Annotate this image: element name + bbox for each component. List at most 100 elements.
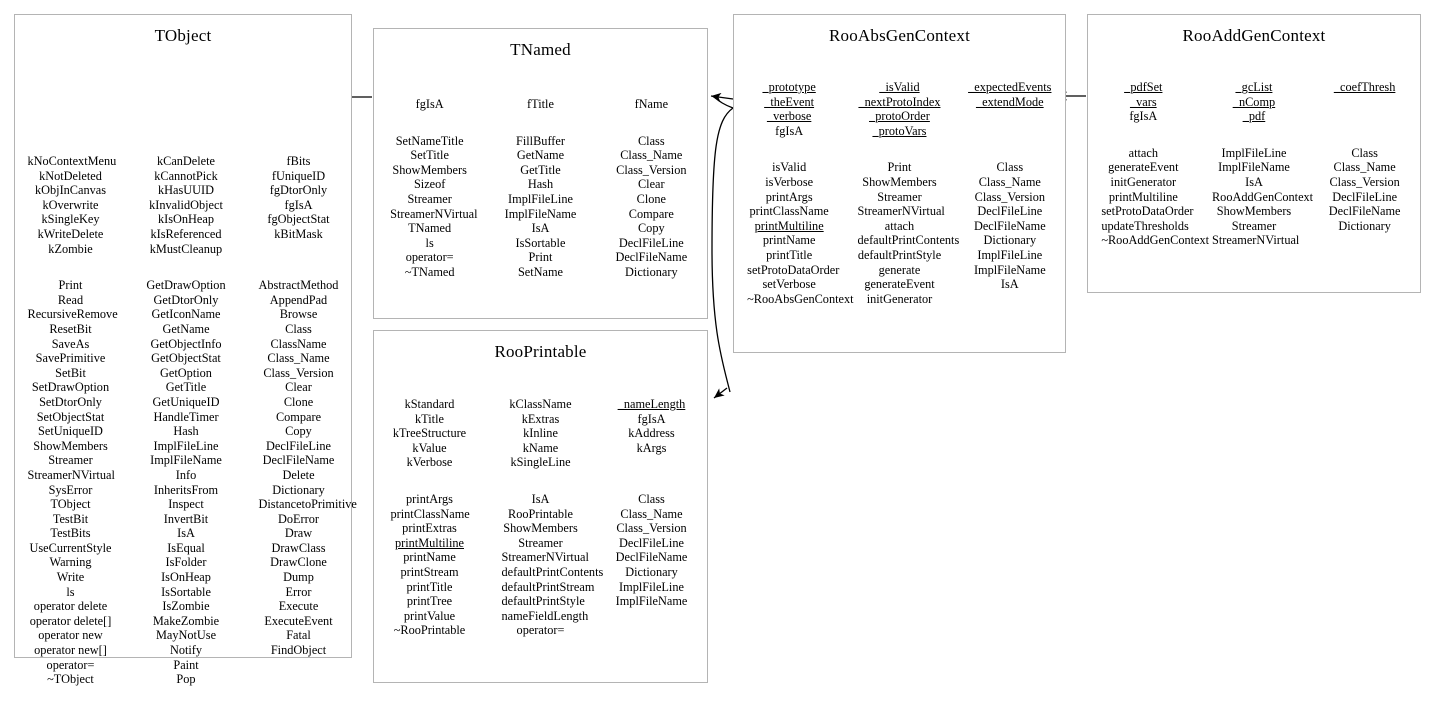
method-printtitle[interactable]: printTitle [745, 248, 833, 263]
method-generate[interactable]: generate [855, 263, 943, 278]
method-defaultprintstyle[interactable]: defaultPrintStyle [500, 594, 585, 609]
method-saveas[interactable]: SaveAs [26, 337, 116, 352]
method-class[interactable]: Class [966, 160, 1054, 175]
method-class-version[interactable]: Class_Version [611, 521, 693, 536]
attribute-theevent[interactable]: _theEvent [745, 95, 833, 110]
method-clone[interactable]: Clone [257, 395, 341, 410]
method-isa[interactable]: IsA [1210, 175, 1298, 190]
attribute-kcannotpick[interactable]: kCannotPick [137, 169, 236, 184]
method-declfileline[interactable]: DeclFileLine [610, 236, 693, 251]
attribute-ktreestructure[interactable]: kTreeStructure [389, 426, 471, 441]
method-printname[interactable]: printName [745, 233, 833, 248]
method-rooaddgencontext[interactable]: ~RooAddGenContext [1099, 233, 1209, 248]
method-setnametitle[interactable]: SetNameTitle [388, 134, 471, 149]
method-doerror[interactable]: DoError [257, 512, 341, 527]
method-abstractmethod[interactable]: AbstractMethod [257, 278, 341, 293]
method-getname[interactable]: GetName [137, 322, 236, 337]
attribute-protoorder[interactable]: _protoOrder [855, 109, 943, 124]
method-fillbuffer[interactable]: FillBuffer [499, 134, 581, 149]
method-executeevent[interactable]: ExecuteEvent [257, 614, 341, 629]
class-box-rooabsgencontext[interactable]: RooAbsGenContext_prototype_theEvent_verb… [733, 14, 1066, 353]
attribute-ksinglekey[interactable]: kSingleKey [26, 212, 116, 227]
method-error[interactable]: Error [257, 585, 341, 600]
method-declfilename[interactable]: DeclFileName [611, 550, 693, 565]
method-settitle[interactable]: SetTitle [388, 148, 471, 163]
method-getuniqueid[interactable]: GetUniqueID [137, 395, 236, 410]
method-rooabsgencontext[interactable]: ~RooAbsGenContext [745, 292, 853, 307]
attribute-coefthresh[interactable]: _coefThresh [1321, 80, 1409, 95]
method-getobjectstat[interactable]: GetObjectStat [137, 351, 236, 366]
method-setprotodataorder[interactable]: setProtoDataOrder [745, 263, 839, 278]
attribute-kstandard[interactable]: kStandard [389, 397, 471, 412]
attribute-knotdeleted[interactable]: kNotDeleted [26, 169, 116, 184]
method-streamernvirtual[interactable]: StreamerNVirtual [388, 207, 477, 222]
method-printname[interactable]: printName [389, 550, 471, 565]
method-streamer[interactable]: Streamer [1210, 219, 1298, 234]
method-fatal[interactable]: Fatal [257, 628, 341, 643]
attribute-kzombie[interactable]: kZombie [26, 242, 116, 257]
attribute-kmustcleanup[interactable]: kMustCleanup [137, 242, 236, 257]
method-printargs[interactable]: printArgs [745, 190, 833, 205]
attribute-fgisa[interactable]: fgIsA [388, 97, 471, 112]
method-gettitle[interactable]: GetTitle [499, 163, 581, 178]
method-showmembers[interactable]: ShowMembers [1210, 204, 1298, 219]
attribute-kisreferenced[interactable]: kIsReferenced [137, 227, 236, 242]
method-class-name[interactable]: Class_Name [257, 351, 341, 366]
method-declfilename[interactable]: DeclFileName [966, 219, 1054, 234]
method-streamer[interactable]: Streamer [500, 536, 582, 551]
method-class[interactable]: Class [257, 322, 341, 337]
method-streamer[interactable]: Streamer [26, 453, 116, 468]
attribute-fgisa[interactable]: fgIsA [257, 198, 341, 213]
method-defaultprintcontents[interactable]: defaultPrintContents [500, 565, 604, 580]
attribute-kcandelete[interactable]: kCanDelete [137, 154, 236, 169]
method-initgenerator[interactable]: initGenerator [855, 292, 943, 307]
method-namefieldlength[interactable]: nameFieldLength [500, 609, 589, 624]
method-implfilename[interactable]: ImplFileName [1210, 160, 1298, 175]
method-issortable[interactable]: IsSortable [137, 585, 236, 600]
method-getoption[interactable]: GetOption [137, 366, 236, 381]
method-printclassname[interactable]: printClassName [745, 204, 833, 219]
method-inspect[interactable]: Inspect [137, 497, 236, 512]
attribute-fgisa[interactable]: fgIsA [745, 124, 833, 139]
method-updatethresholds[interactable]: updateThresholds [1099, 219, 1188, 234]
method-tobject[interactable]: ~TObject [26, 672, 116, 687]
attribute-pdfset[interactable]: _pdfSet [1099, 80, 1187, 95]
attribute-nextprotoindex[interactable]: _nextProtoIndex [855, 95, 943, 110]
method-hash[interactable]: Hash [499, 177, 581, 192]
method-declfilename[interactable]: DeclFileName [1321, 204, 1409, 219]
attribute-fgisa[interactable]: fgIsA [611, 412, 693, 427]
method-copy[interactable]: Copy [610, 221, 693, 236]
attribute-isvalid[interactable]: _isValid [855, 80, 943, 95]
attribute-ksingleline[interactable]: kSingleLine [500, 455, 582, 470]
method-streamer[interactable]: Streamer [855, 190, 943, 205]
method-distancetoprimitive[interactable]: DistancetoPrimitive [257, 497, 357, 512]
attribute-kinvalidobject[interactable]: kInvalidObject [137, 198, 236, 213]
method-class-name[interactable]: Class_Name [1321, 160, 1409, 175]
method-print[interactable]: Print [855, 160, 943, 175]
method-declfilename[interactable]: DeclFileName [257, 453, 341, 468]
method-class-version[interactable]: Class_Version [966, 190, 1054, 205]
method-operator-new[interactable]: operator new[] [26, 643, 116, 658]
method-setdtoronly[interactable]: SetDtorOnly [26, 395, 116, 410]
method-operator[interactable]: operator= [500, 623, 582, 638]
attribute-koverwrite[interactable]: kOverwrite [26, 198, 116, 213]
method-tobject[interactable]: TObject [26, 497, 116, 512]
method-implfilename[interactable]: ImplFileName [966, 263, 1054, 278]
method-tnamed[interactable]: TNamed [388, 221, 471, 236]
method-operator-new[interactable]: operator new [26, 628, 116, 643]
method-draw[interactable]: Draw [257, 526, 341, 541]
method-syserror[interactable]: SysError [26, 483, 116, 498]
method-pop[interactable]: Pop [137, 672, 236, 687]
method-delete[interactable]: Delete [257, 468, 341, 483]
attribute-kextras[interactable]: kExtras [500, 412, 582, 427]
method-defaultprintcontents[interactable]: defaultPrintContents [855, 233, 959, 248]
method-classname[interactable]: ClassName [257, 337, 341, 352]
method-printargs[interactable]: printArgs [389, 492, 471, 507]
method-implfileline[interactable]: ImplFileLine [611, 580, 693, 595]
attribute-gclist[interactable]: _gcList [1210, 80, 1298, 95]
attribute-kaddress[interactable]: kAddress [611, 426, 693, 441]
method-dictionary[interactable]: Dictionary [1321, 219, 1409, 234]
method-class[interactable]: Class [610, 134, 693, 149]
method-sizeof[interactable]: Sizeof [388, 177, 471, 192]
